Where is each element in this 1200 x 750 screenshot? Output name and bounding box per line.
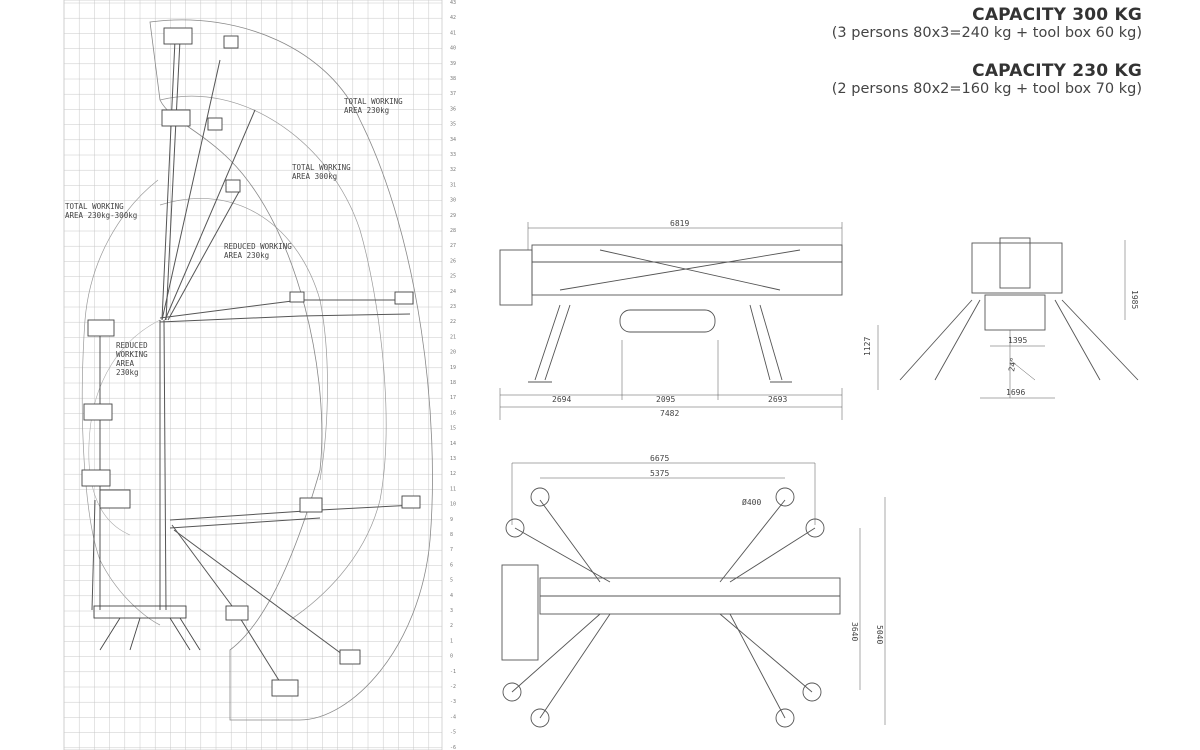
label-reduced-left-l4: 230kg — [116, 368, 139, 377]
height-scale-tick: 42 — [450, 15, 456, 21]
height-scale-tick: 17 — [450, 395, 456, 401]
label-total-230-300-l1: TOTAL WORKING — [65, 202, 124, 211]
height-scale-tick: 12 — [450, 471, 456, 477]
height-scale-tick: 2 — [450, 623, 453, 629]
height-scale-tick: 37 — [450, 91, 456, 97]
height-scale-tick: 11 — [450, 486, 456, 492]
top-view — [501, 462, 886, 728]
dim-side-track-mid: 2095 — [656, 395, 675, 404]
capacity-230-block: CAPACITY 230 KG (2 persons 80x2=160 kg +… — [832, 61, 1142, 97]
label-reduced-left-l3: AREA — [116, 359, 135, 368]
envelope-left-reduced — [88, 319, 161, 536]
label-total-230-l2: AREA 230kg — [344, 106, 389, 115]
front-view — [877, 237, 1139, 399]
capacity-230-title: CAPACITY 230 KG — [972, 61, 1142, 81]
height-scale-tick: 9 — [450, 517, 453, 523]
dim-side-track-left: 2694 — [552, 395, 571, 404]
label-reduced-left-l1: REDUCED — [116, 341, 148, 350]
height-scale-tick: 13 — [450, 456, 456, 462]
height-scale-tick: -2 — [450, 684, 456, 690]
baskets — [81, 27, 421, 697]
envelope-total-300 — [159, 95, 387, 621]
height-scale-tick: 19 — [450, 365, 456, 371]
height-scale-tick: 38 — [450, 76, 456, 82]
height-scale-tick: 3 — [450, 608, 453, 614]
base-machine — [93, 605, 201, 651]
dim-top-pad-diameter: Ø400 — [742, 497, 761, 507]
envelope-left — [81, 179, 161, 626]
height-scale-tick: 34 — [450, 137, 456, 143]
capacity-300-block: CAPACITY 300 KG (3 persons 80x3=240 kg +… — [832, 5, 1142, 41]
height-scale-tick: 5 — [450, 578, 453, 584]
label-reduced-230-l2: AREA 230kg — [224, 251, 269, 260]
height-scale: 4342414039383736353433323130292827262524… — [450, 0, 456, 750]
label-total-230-l1: TOTAL WORKING — [344, 97, 403, 106]
height-scale-tick: 27 — [450, 243, 456, 249]
height-scale-tick: 32 — [450, 167, 456, 173]
label-total-300-l2: AREA 300kg — [292, 172, 337, 181]
height-scale-tick: 16 — [450, 410, 456, 416]
dim-front-inner-width: 1395 — [1008, 336, 1027, 345]
height-scale-tick: -5 — [450, 730, 456, 736]
height-scale-tick: 18 — [450, 380, 456, 386]
height-scale-tick: 40 — [450, 46, 456, 52]
label-total-230-300-l2: AREA 230kg-300kg — [65, 211, 137, 220]
height-scale-tick: -6 — [450, 745, 456, 750]
height-scale-tick: 24 — [450, 289, 456, 295]
dim-front-outrigger-height: 1127 — [863, 337, 872, 356]
boom-positions — [91, 39, 416, 691]
dim-top-depth-inner: 3640 — [850, 622, 859, 641]
dim-front-height: 1985 — [1130, 290, 1139, 309]
dim-side-total: 7482 — [660, 409, 679, 418]
height-scale-tick: 7 — [450, 547, 453, 553]
height-scale-tick: 21 — [450, 334, 456, 340]
height-scale-tick: -4 — [450, 714, 456, 720]
height-scale-tick: 8 — [450, 532, 453, 538]
dim-front-angle: 24° — [1007, 357, 1018, 373]
height-scale-tick: 25 — [450, 274, 456, 280]
height-scale-tick: 43 — [450, 0, 456, 6]
capacity-300-detail: (3 persons 80x3=240 kg + tool box 60 kg) — [831, 25, 1142, 41]
chart-grid — [63, 0, 442, 750]
height-scale-tick: 26 — [450, 258, 456, 264]
height-scale-tick: 36 — [450, 106, 456, 112]
dim-top-width-inner: 5375 — [650, 469, 669, 478]
dim-front-base-width: 1696 — [1006, 388, 1025, 397]
capacity-230-detail: (2 persons 80x2=160 kg + tool box 70 kg) — [831, 81, 1142, 97]
height-scale-tick: 20 — [450, 350, 456, 356]
dim-top-depth-outer: 5040 — [875, 625, 884, 644]
dim-side-overall: 6819 — [670, 219, 689, 228]
working-area-chart: 4342414039383736353433323130292827262524… — [63, 0, 456, 750]
label-reduced-230-l1: REDUCED WORKING — [224, 242, 292, 251]
height-scale-tick: 30 — [450, 198, 456, 204]
envelope-reduced-230 — [159, 198, 328, 481]
height-scale-tick: 22 — [450, 319, 456, 325]
height-scale-tick: 6 — [450, 562, 453, 568]
height-scale-tick: 4 — [450, 593, 453, 599]
height-scale-tick: 1 — [450, 638, 453, 644]
height-scale-tick: 23 — [450, 304, 456, 310]
height-scale-tick: 39 — [450, 61, 456, 67]
dim-top-width-outer: 6675 — [650, 454, 669, 463]
height-scale-tick: -3 — [450, 699, 456, 705]
height-scale-tick: -1 — [450, 669, 456, 675]
height-scale-tick: 14 — [450, 441, 456, 447]
side-view — [499, 222, 843, 420]
capacity-300-title: CAPACITY 300 KG — [972, 5, 1142, 25]
height-scale-tick: 29 — [450, 213, 456, 219]
height-scale-tick: 0 — [450, 654, 453, 660]
label-reduced-left-l2: WORKING — [116, 350, 148, 359]
height-scale-tick: 28 — [450, 228, 456, 234]
height-scale-tick: 10 — [450, 502, 456, 508]
height-scale-tick: 15 — [450, 426, 456, 432]
height-scale-tick: 35 — [450, 122, 456, 128]
height-scale-tick: 31 — [450, 182, 456, 188]
envelope-total-230 — [149, 19, 433, 721]
height-scale-tick: 41 — [450, 30, 456, 36]
height-scale-tick: 33 — [450, 152, 456, 158]
dim-side-track-right: 2693 — [768, 395, 787, 404]
label-total-300-l1: TOTAL WORKING — [292, 163, 351, 172]
